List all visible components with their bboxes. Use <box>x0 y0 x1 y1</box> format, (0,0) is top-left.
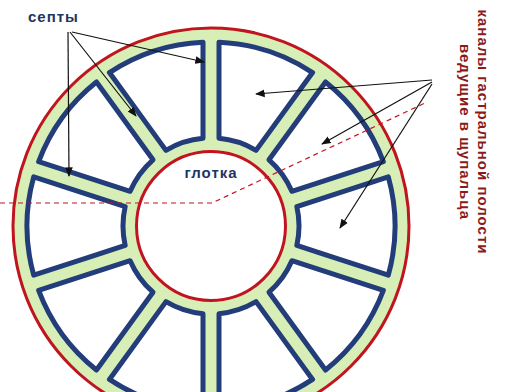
body-wall <box>13 28 409 392</box>
part-name: глотка <box>184 164 237 181</box>
septa-caption: септы <box>28 8 79 25</box>
leader-line <box>70 32 136 116</box>
gastral-canal <box>269 261 383 370</box>
pharynx-fill <box>135 150 287 302</box>
body-layer <box>13 28 409 392</box>
gastral-canal <box>27 177 125 275</box>
gastral-canal <box>39 82 153 191</box>
leader-line <box>322 82 432 144</box>
pharynx-wall <box>137 152 286 301</box>
leader-line <box>256 80 432 94</box>
pharynx-circle: глотка <box>135 150 287 302</box>
canal-caption: каналы гастральной полости ведущие в щуп… <box>456 7 492 257</box>
gastral-canal <box>297 177 395 275</box>
gastral-canal <box>219 42 313 150</box>
gastral-canal <box>109 302 203 392</box>
leader-line <box>68 32 69 176</box>
leader-layer <box>0 32 432 228</box>
leader-line <box>340 84 432 228</box>
leader-line <box>72 32 204 62</box>
